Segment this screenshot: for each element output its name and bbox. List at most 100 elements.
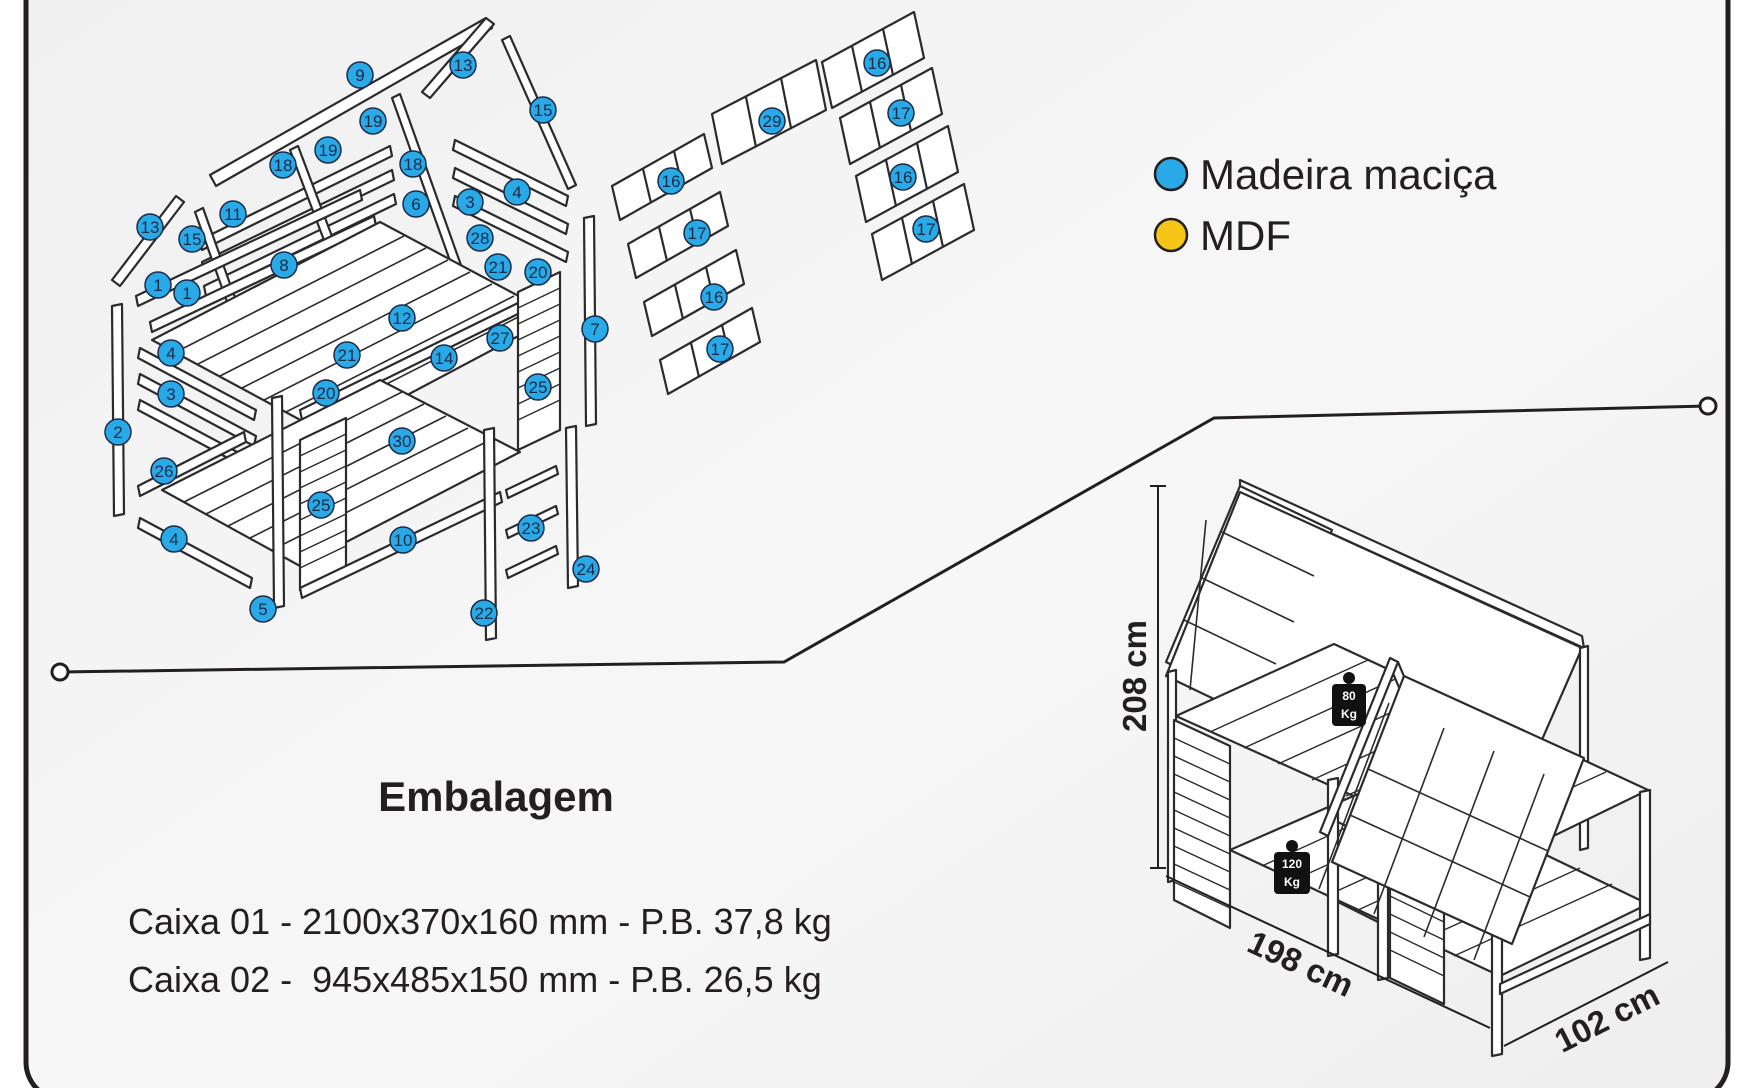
part-number: 15: [534, 101, 553, 120]
part-number: 13: [141, 218, 160, 237]
part-number-label: 5: [249, 595, 277, 623]
part-number: 19: [319, 141, 338, 160]
part-number-label: 2: [104, 418, 132, 446]
part-number-label: 18: [269, 151, 297, 179]
part-number-label: 27: [486, 324, 514, 352]
part-number: 24: [577, 560, 596, 579]
part-number: 19: [364, 112, 383, 131]
weight-badge-lower: 120 Kg: [1274, 840, 1310, 894]
assembled-bed: [1164, 478, 1652, 1058]
legend-label: Madeira maciça: [1200, 151, 1497, 198]
part-number: 4: [169, 530, 178, 549]
part-number: 11: [224, 205, 242, 224]
part-number: 4: [512, 183, 521, 202]
part-number-label: 17: [912, 215, 940, 243]
part-number: 5: [258, 600, 267, 619]
part-number: 8: [279, 256, 288, 275]
part-number: 16: [705, 288, 724, 307]
part-number: 17: [917, 220, 936, 239]
part-number-label: 16: [889, 163, 917, 191]
part-number-label: 7: [581, 315, 609, 343]
part-number-label: 13: [136, 213, 164, 241]
part-number-label: 1: [173, 279, 201, 307]
dimension-height: 208 cm: [1116, 620, 1153, 732]
weight-upper-unit: Kg: [1341, 707, 1357, 721]
part-number-label: 20: [524, 258, 552, 286]
part-number-label: 13: [449, 51, 477, 79]
part-number: 13: [454, 56, 473, 75]
part-number-label: 17: [887, 99, 915, 127]
part-number: 30: [393, 432, 412, 451]
part-number-label: 1: [144, 271, 172, 299]
part-number-label: 19: [314, 136, 342, 164]
box-line-2: Caixa 02 - 945x485x150 mm - P.B. 26,5 kg: [128, 959, 822, 1000]
legend-item-mdf: MDF: [1153, 212, 1291, 259]
part-number: 22: [475, 604, 494, 623]
part-number: 12: [393, 309, 412, 328]
part-number-label: 23: [517, 514, 545, 542]
part-number: 9: [355, 66, 364, 85]
part-number: 15: [183, 230, 202, 249]
connector-line: [50, 396, 1718, 682]
part-number-label: 19: [359, 107, 387, 135]
part-number-label: 12: [388, 304, 416, 332]
part-number: 3: [465, 193, 474, 212]
part-number: 16: [662, 172, 681, 191]
part-number-label: 25: [307, 491, 335, 519]
part-number-label: 17: [683, 219, 711, 247]
part-number-label: 16: [863, 49, 891, 77]
part-number: 16: [868, 54, 887, 73]
weight-badge-upper: 80 Kg: [1332, 672, 1366, 726]
part-number: 25: [529, 378, 548, 397]
part-number-label: 10: [389, 526, 417, 554]
part-number-label: 28: [466, 224, 494, 252]
part-number: 20: [529, 263, 548, 282]
part-number-label: 22: [470, 599, 498, 627]
weight-lower-value: 120: [1282, 857, 1302, 871]
part-number: 17: [711, 340, 730, 359]
part-number: 4: [166, 344, 175, 363]
part-number: 14: [435, 349, 454, 368]
part-number-label: 15: [178, 225, 206, 253]
part-number-label: 3: [456, 188, 484, 216]
legend-label: MDF: [1200, 212, 1291, 259]
part-number-label: 20: [312, 379, 340, 407]
part-number-label: 9: [346, 61, 374, 89]
part-number: 29: [763, 112, 782, 131]
part-number: 17: [892, 104, 911, 123]
part-number: 21: [489, 258, 508, 277]
part-number: 26: [155, 462, 174, 481]
part-number-label: 15: [529, 96, 557, 124]
part-number-label: 17: [706, 335, 734, 363]
part-number-label: 6: [402, 190, 430, 218]
box-line-1: Caixa 01 - 2100x370x160 mm - P.B. 37,8 k…: [128, 901, 832, 942]
part-number: 18: [274, 156, 293, 175]
weight-lower-unit: Kg: [1284, 875, 1300, 889]
part-number: 2: [113, 423, 122, 442]
weight-upper-value: 80: [1342, 689, 1356, 703]
part-number-label: 24: [572, 555, 600, 583]
legend-swatch: [1153, 156, 1189, 192]
part-number: 16: [894, 168, 913, 187]
part-number-label: 21: [333, 341, 361, 369]
packaging-section: Embalagem Caixa 01 - 2100x370x160 mm - P…: [128, 773, 832, 1000]
part-number: 17: [688, 224, 707, 243]
part-number: 10: [394, 531, 413, 550]
part-number-label: 14: [430, 344, 458, 372]
part-number-label: 30: [388, 427, 416, 455]
legend-swatch: [1153, 217, 1189, 253]
dimension-lines: [1150, 485, 1669, 1047]
legend-item-solid-wood: Madeira maciça: [1153, 151, 1497, 198]
part-number: 18: [404, 155, 423, 174]
part-number-label: 11: [219, 200, 247, 228]
part-number: 27: [491, 329, 510, 348]
part-number: 28: [471, 229, 490, 248]
part-number-label: 25: [524, 373, 552, 401]
part-number: 21: [338, 346, 357, 365]
part-number: 1: [153, 276, 162, 295]
part-number-label: 8: [270, 251, 298, 279]
part-number: 23: [522, 519, 541, 538]
